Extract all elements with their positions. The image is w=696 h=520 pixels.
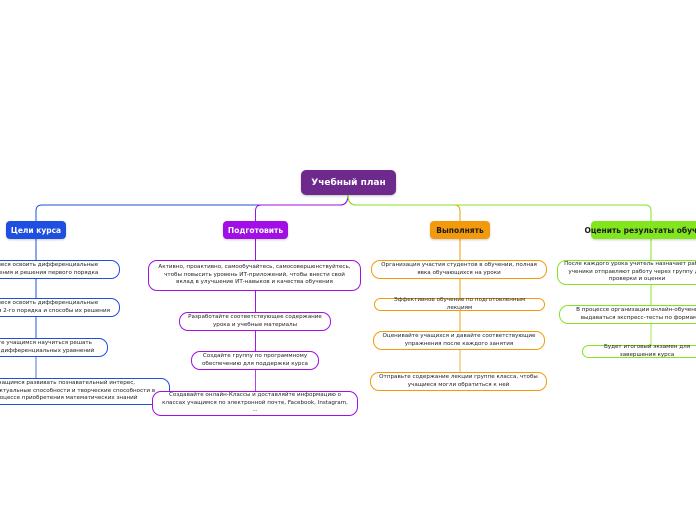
goal-item[interactable]: Учащиеся освоить дифференциальные уравне…: [0, 260, 120, 279]
goal-item[interactable]: Сделайте учащимся научиться решать систе…: [0, 338, 108, 357]
root-to-branch-line: [347, 194, 461, 221]
execute-item[interactable]: Организация участия студентов в обучении…: [371, 260, 547, 279]
branch-prepare[interactable]: Подготовить: [223, 221, 288, 239]
goal-item[interactable]: Учащиеся освоить дифференциальные уравне…: [0, 298, 120, 317]
root-to-branch-line: [255, 194, 349, 221]
evaluate-item[interactable]: Будет итоговый экзамен для завершения ку…: [582, 344, 696, 358]
evaluate-item[interactable]: В процессе организации онлайн-обучения в…: [559, 305, 696, 324]
prepare-item[interactable]: Разработайте соответствующее содержание …: [179, 312, 331, 331]
prepare-item[interactable]: Создавайте онлайн-Классы и доставляйте и…: [152, 391, 358, 416]
prepare-item[interactable]: Создайте группу по программному обеспече…: [191, 351, 319, 370]
evaluate-item[interactable]: После каждого урока учитель назначает ра…: [557, 260, 696, 285]
execute-item[interactable]: Отправьте содержание лекции группе класс…: [370, 372, 547, 391]
goal-item[interactable]: Учащимся развивать познавательный интере…: [0, 378, 170, 405]
root-to-branch-line: [35, 194, 349, 221]
branch-execute[interactable]: Выполнять: [430, 221, 490, 239]
root-to-branch-line: [347, 194, 652, 221]
execute-item[interactable]: Эффективное обучение по подготовленным л…: [374, 297, 545, 311]
execute-item[interactable]: Оценивайте учащихся и давайте соответств…: [373, 331, 545, 350]
branch-course-goals[interactable]: Цели курса: [6, 221, 66, 239]
prepare-item[interactable]: Активно, проактивно, самообучайтесь, сам…: [148, 260, 361, 291]
branch-evaluate-results[interactable]: Оценить результаты обучения: [585, 221, 696, 239]
root-topic[interactable]: Учебный план: [301, 170, 396, 195]
